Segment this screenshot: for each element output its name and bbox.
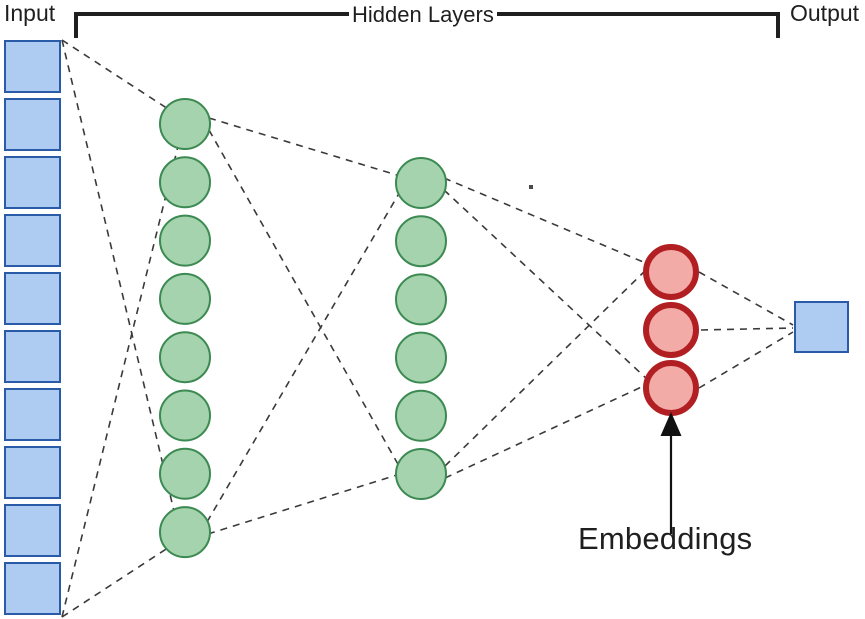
input-layer-node-4	[4, 214, 61, 267]
hidden-layer-1-node-1	[159, 98, 211, 150]
input-layer-node-6	[4, 330, 61, 383]
edge-h2-emb-d	[444, 383, 649, 479]
edge-emb-out-a	[698, 271, 794, 326]
edge-input-h1-d	[61, 539, 181, 618]
embedding-layer-node-3	[643, 360, 699, 416]
edges-embeddings-to-output	[698, 271, 794, 389]
layer-hidden-layer-2	[395, 157, 447, 500]
input-layer-node-9	[4, 504, 61, 557]
edges-input-to-hidden1	[61, 39, 183, 618]
edge-h1-h2-a	[208, 117, 401, 177]
hidden-layer-2-node-5	[395, 389, 447, 442]
input-layer-node-3	[4, 156, 61, 209]
hidden-layer-2-node-1	[395, 157, 447, 209]
network-nodes	[4, 40, 849, 615]
layer-hidden-layer-1	[159, 98, 211, 559]
edge-h2-emb-b	[443, 189, 649, 381]
input-layer-node-1	[4, 40, 61, 93]
stray-dash-mark	[529, 185, 533, 189]
edges-hidden2-to-embeddings	[443, 177, 649, 479]
embeddings-pointer-arrow	[660, 412, 682, 534]
edge-input-h1-a	[61, 39, 183, 119]
input-layer-node-5	[4, 272, 61, 325]
edges-hidden1-to-hidden2	[206, 117, 402, 535]
edge-h1-h2-c	[206, 189, 402, 523]
input-layer-node-10	[4, 562, 61, 615]
edge-h1-h2-b	[208, 129, 400, 467]
input-layer-label: Input	[4, 0, 56, 26]
edge-h1-h2-d	[207, 473, 401, 535]
edge-h2-emb-c	[444, 267, 649, 467]
embeddings-pointer-head	[660, 412, 682, 436]
hidden-layer-1-node-6	[159, 389, 211, 442]
hidden-layer-2-node-2	[395, 215, 447, 268]
hidden-layer-1-node-5	[159, 331, 211, 384]
edge-input-h1-c	[61, 129, 183, 618]
layer-embedding-layer	[643, 244, 699, 416]
hidden-layer-2-node-4	[395, 331, 447, 384]
output-layer-node-1	[794, 301, 849, 353]
hidden-layer-1-node-8	[159, 506, 211, 559]
edge-emb-out-c	[698, 331, 794, 389]
edge-h2-emb-a	[443, 177, 649, 265]
input-layer-node-8	[4, 446, 61, 499]
layer-output-layer	[794, 301, 849, 353]
layer-input-layer	[4, 40, 61, 615]
hidden-layer-2-node-3	[395, 273, 447, 326]
hidden-layer-1-node-7	[159, 447, 211, 500]
edge-input-h1-b	[61, 39, 179, 529]
hidden-layer-2-node-6	[395, 448, 447, 500]
embeddings-label: Embeddings	[578, 521, 753, 556]
hidden-layers-label: Hidden Layers	[349, 4, 497, 26]
input-layer-node-2	[4, 98, 61, 151]
edge-emb-out-b	[700, 327, 794, 331]
output-layer-label: Output	[790, 0, 860, 26]
hidden-layer-1-node-2	[159, 156, 211, 209]
embedding-layer-node-1	[643, 244, 699, 300]
input-layer-node-7	[4, 388, 61, 441]
hidden-layer-1-node-4	[159, 272, 211, 325]
hidden-layer-1-node-3	[159, 214, 211, 267]
embedding-layer-node-2	[643, 302, 699, 358]
